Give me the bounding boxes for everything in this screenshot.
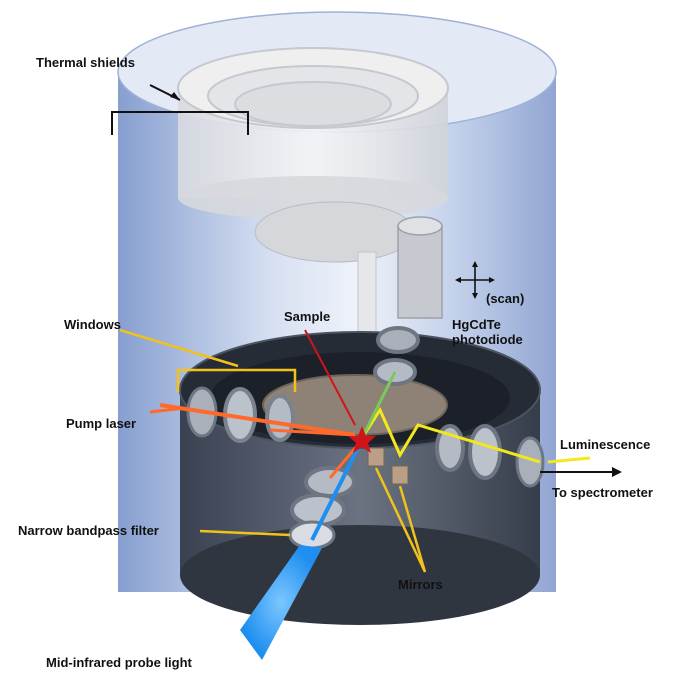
label-hgcdte-line2: photodiode [452,331,523,347]
label-luminescence: Luminescence [560,437,651,452]
filter-lens [288,520,336,550]
probe-beam [240,439,364,660]
lens-mounts [186,326,545,550]
label-to-spectrometer: To spectrometer [552,485,653,500]
windows-callout [119,328,297,392]
label-hgcdte-line1: HgCdTe [452,317,501,332]
thermal-shields-bracket [111,84,249,135]
window-right-lens [515,436,545,488]
luminescence-pointer [547,456,591,464]
to-spectrometer-arrow [540,467,622,477]
lens-right-2 [468,424,502,480]
sample-pointer [304,329,356,426]
label-scan: (scan) [486,291,525,306]
sample-marker [348,426,376,453]
lens-bottom-2 [290,493,346,527]
label-mirrors: Mirrors [398,577,443,592]
filter-pointer [199,529,291,537]
luminescence-beam [360,371,541,464]
label-pump-laser: Pump laser [66,416,137,431]
pump-laser-pointer [149,406,186,414]
mirror-blocks [367,447,409,485]
mirrors-pointers [374,467,427,573]
lens-top-1 [376,326,420,354]
lens-left-2 [265,394,295,442]
cold-finger [254,201,416,348]
label-sample: Sample [284,309,331,324]
label-narrow-bandpass-filter: Narrow bandpass filter [18,523,159,538]
label-windows: Windows [64,317,121,332]
scan-arrows-icon [455,261,495,299]
photodiode-housing [397,216,443,319]
label-thermal-shields: Thermal shields [36,55,135,70]
thermal-shield-cylinders [177,47,449,220]
label-hgcdte: HgCdTe photodiode [452,317,523,348]
label-mid-ir-probe: Mid-infrared probe light [46,655,192,670]
